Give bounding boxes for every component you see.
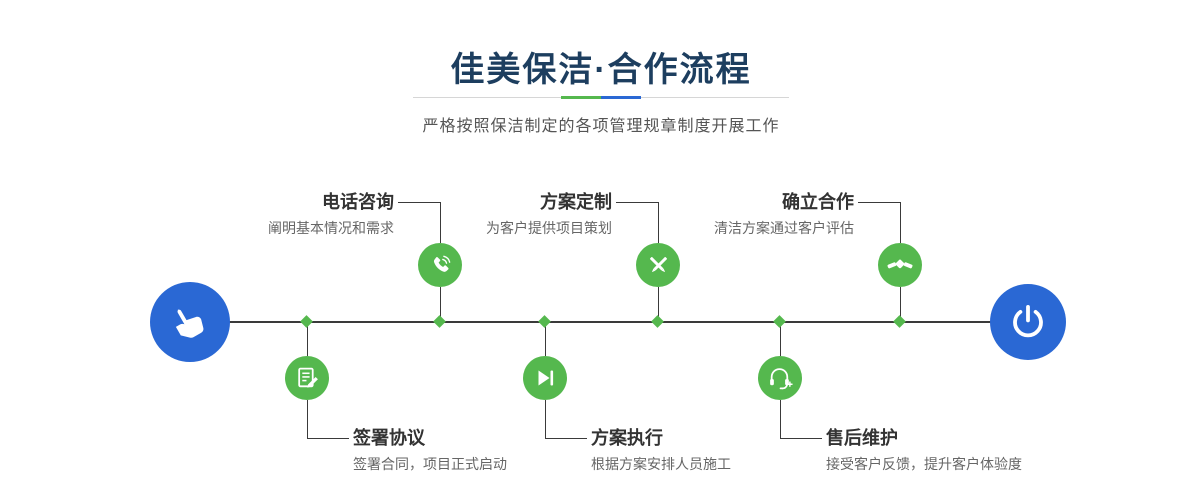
step-node-aftersales-maintenance — [758, 356, 802, 400]
timeline-diamond-marker — [893, 315, 906, 328]
step-title: 确立合作 — [782, 192, 854, 212]
play-execute-icon — [538, 370, 554, 386]
page-title: 佳美保洁·合作流程 — [450, 51, 752, 89]
step-node-plan-design — [636, 243, 680, 287]
step-desc: 签署合同，项目正式启动 — [353, 456, 507, 472]
step-desc: 根据方案安排人员施工 — [591, 456, 731, 472]
timeline-diamond-marker — [773, 315, 786, 328]
step-title: 电话咨询 — [322, 192, 394, 212]
timeline-main-line — [190, 321, 1028, 323]
timeline-start-node — [150, 282, 230, 362]
headset-support-icon — [770, 367, 793, 389]
title-underline-green-segment — [561, 96, 601, 99]
connector-line — [899, 202, 901, 243]
connector-line — [544, 400, 546, 439]
timeline-diamond-marker — [538, 315, 551, 328]
connector-line — [544, 322, 546, 356]
step-title: 签署协议 — [353, 428, 425, 448]
step-desc: 为客户提供项目策划 — [486, 220, 612, 236]
design-pencils-icon — [649, 256, 667, 272]
phone-icon — [433, 255, 450, 272]
connector-line — [306, 322, 308, 356]
step-node-phone-consult — [418, 243, 462, 287]
sign-contract-icon — [297, 367, 318, 388]
timeline-diamond-marker — [433, 315, 446, 328]
step-plan-design: 方案定制 为客户提供项目策划 — [422, 191, 612, 237]
timeline-end-node — [990, 284, 1066, 360]
hand-pointer-icon — [175, 309, 204, 338]
connector-line — [779, 400, 781, 439]
connector-line — [307, 438, 349, 439]
step-node-sign-agreement — [285, 356, 329, 400]
page-subtitle: 严格按照保洁制定的各项管理规章制度开展工作 — [422, 118, 780, 135]
title-underline-blue-segment — [601, 96, 641, 99]
connector-line — [616, 202, 658, 203]
power-icon — [1013, 305, 1043, 338]
connector-line — [858, 202, 900, 203]
timeline-diamond-marker — [651, 315, 664, 328]
step-title: 售后维护 — [826, 428, 898, 448]
step-phone-consult: 电话咨询 阐明基本情况和需求 — [204, 191, 394, 237]
connector-line — [306, 400, 308, 439]
connector-line — [657, 202, 659, 243]
step-plan-execution: 方案执行 根据方案安排人员施工 — [591, 427, 816, 473]
connector-line — [398, 202, 440, 203]
step-desc: 清洁方案通过客户评估 — [714, 220, 854, 236]
connector-line — [779, 322, 781, 356]
connector-line — [657, 287, 659, 321]
step-desc: 接受客户反馈，提升客户体验度 — [826, 456, 1022, 472]
step-title: 方案执行 — [591, 428, 663, 448]
connector-line — [899, 287, 901, 321]
step-aftersales-maintenance: 售后维护 接受客户反馈，提升客户体验度 — [826, 427, 1051, 473]
step-node-plan-execution — [523, 356, 567, 400]
step-sign-agreement: 签署协议 签署合同，项目正式启动 — [353, 427, 578, 473]
connector-line — [439, 202, 441, 243]
connector-line — [545, 438, 587, 439]
step-desc: 阐明基本情况和需求 — [268, 220, 394, 236]
timeline-diamond-marker — [300, 315, 313, 328]
connector-line — [439, 287, 441, 321]
connector-line — [780, 438, 822, 439]
handshake-icon — [887, 259, 913, 269]
step-title: 方案定制 — [540, 192, 612, 212]
step-establish-cooperation: 确立合作 清洁方案通过客户评估 — [664, 191, 854, 237]
step-node-establish-cooperation — [878, 243, 922, 287]
